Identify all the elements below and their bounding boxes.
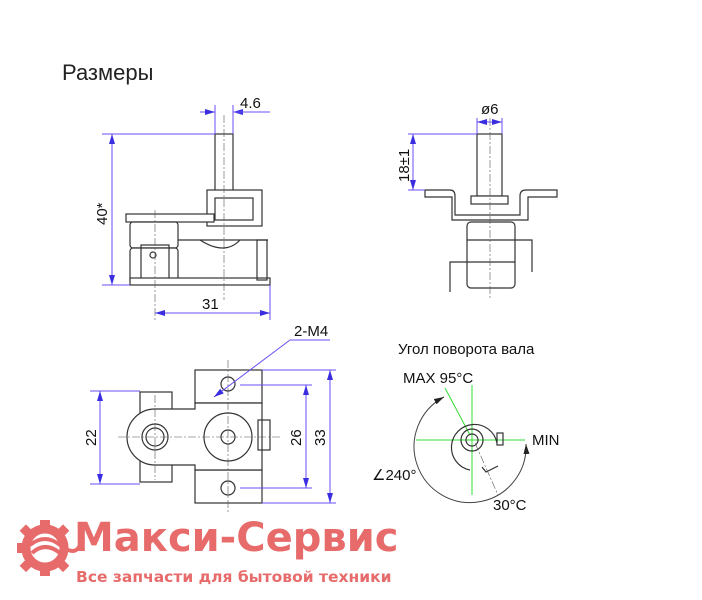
- logo-tagline: Все запчасти для бытовой техники: [76, 568, 391, 586]
- min-label: MIN: [532, 432, 560, 449]
- dim-left: 22: [83, 429, 100, 446]
- gear-icon: [17, 520, 82, 576]
- rotation-heading: Угол поворота вала: [398, 341, 535, 358]
- dim-diameter: ø6: [481, 101, 499, 118]
- side-view: 4.6 40* 31: [94, 95, 271, 320]
- dim-inner: 26: [288, 429, 305, 446]
- dim-width: 31: [202, 296, 219, 313]
- angle-label: ∠240°: [372, 467, 416, 484]
- dim-shaft-width: 4.6: [240, 95, 261, 112]
- page-title: Размеры: [62, 60, 153, 85]
- rotation-diagram: Угол поворота вала MAX 95°C MIN ∠240° 30…: [372, 341, 560, 514]
- dim-height: 40*: [94, 202, 111, 225]
- dim-shaft-length: 18±1: [396, 149, 413, 182]
- max-label: MAX 95°C: [403, 370, 473, 387]
- logo: Макси-Сервис Все запчасти для бытовой те…: [17, 515, 398, 586]
- logo-name: Макси-Сервис: [74, 515, 398, 561]
- dim-holes: 2-M4: [294, 323, 328, 340]
- bottom-view: 22 26 33 2-M4: [83, 323, 336, 512]
- low-temp-label: 30°C: [493, 497, 527, 514]
- front-view: ø6 18±1: [396, 101, 558, 300]
- dim-outer: 33: [312, 429, 329, 446]
